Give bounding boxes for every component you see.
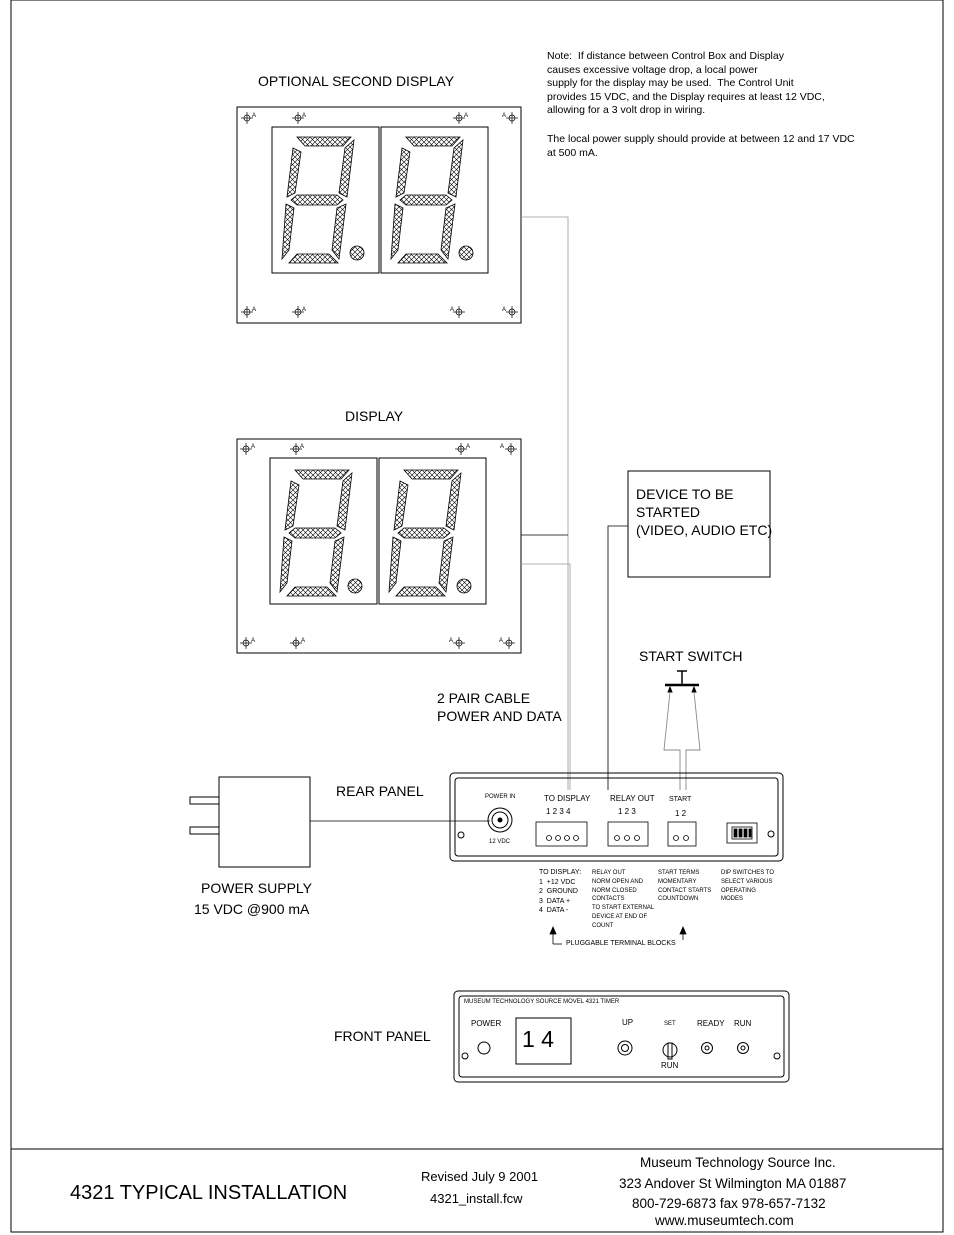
front-panel-model-line: MUSEUM TECHNOLOGY SOURCE MOVEL 4321 TIME… xyxy=(464,999,620,1005)
power-supply-label: POWER SUPPLY xyxy=(201,880,312,896)
relay-out-pins: 1 2 3 xyxy=(618,807,636,816)
segment-marker-a: A xyxy=(499,638,504,644)
power-supply-block xyxy=(189,776,311,868)
run-toggle-label: RUN xyxy=(661,1061,679,1070)
power-led xyxy=(477,1041,491,1055)
segment-marker-a: A xyxy=(464,113,469,119)
power-in-jack xyxy=(487,807,513,833)
power-in-label: POWER IN xyxy=(485,794,516,800)
segment-marker-a: A xyxy=(302,113,307,119)
to-display-pinout-note: TO DISPLAY: 1 +12 VDC 2 GROUND 3 DATA + … xyxy=(539,869,582,914)
relay-out-note: RELAY OUT NORM OPEN AND NORM CLOSED CONT… xyxy=(592,870,655,929)
cable-label: 2 PAIR CABLE POWER AND DATA xyxy=(437,690,562,724)
drawing-title: 4321 TYPICAL INSTALLATION xyxy=(70,1182,348,1204)
start-pins: 1 2 xyxy=(675,809,687,818)
set-label: SET xyxy=(664,1021,676,1027)
dip-switch-bank xyxy=(726,822,758,844)
segment-marker-a: A xyxy=(502,113,507,119)
run-label: RUN xyxy=(734,1019,752,1028)
company-address: 323 Andover St Wilmington MA 01887 xyxy=(619,1176,847,1191)
segment-marker-a: A xyxy=(450,307,455,313)
sheet-border xyxy=(10,0,944,1233)
front-panel-outline xyxy=(453,990,790,1083)
device-to-be-started-label: DEVICE TO BE STARTED (VIDEO, AUDIO ETC) xyxy=(636,486,773,538)
revision-date: Revised July 9 2001 xyxy=(421,1169,539,1184)
note-paragraph-1: Note: If distance between Control Box an… xyxy=(547,50,825,116)
pluggable-arrows xyxy=(549,925,687,945)
segment-marker-a: A xyxy=(302,307,307,313)
optional-second-display-label: OPTIONAL SECOND DISPLAY xyxy=(258,73,455,89)
segment-marker-a: A xyxy=(466,444,471,450)
device-box xyxy=(627,470,771,578)
segment-marker-a: A xyxy=(251,444,256,450)
run-led xyxy=(737,1042,749,1054)
segment-marker-a: A xyxy=(252,113,257,119)
front-panel-label: FRONT PANEL xyxy=(334,1028,431,1044)
segment-marker-a: A xyxy=(252,307,257,313)
start-switch-symbol xyxy=(663,670,701,790)
to-display-terminal-block xyxy=(535,821,588,847)
segment-marker-a: A xyxy=(449,638,454,644)
rear-panel-outline xyxy=(449,772,784,862)
readout-display: 1 4 xyxy=(522,1026,554,1052)
start-terms-note: START TERMS MOMENTARY CONTACT STARTS COU… xyxy=(658,870,712,903)
start-switch-label: START SWITCH xyxy=(639,648,743,664)
segment-marker-a: A xyxy=(251,638,256,644)
segment-marker-a: A xyxy=(500,444,505,450)
company-phone: 800-729-6873 fax 978-657-7132 xyxy=(632,1196,826,1211)
set-run-toggle xyxy=(662,1042,678,1060)
company-website: www.museumtech.com xyxy=(655,1213,794,1228)
optional-second-display xyxy=(236,106,522,324)
display-label: DISPLAY xyxy=(345,408,404,424)
to-display-label: TO DISPLAY xyxy=(544,794,591,803)
readout-window xyxy=(515,1017,572,1065)
up-label: UP xyxy=(622,1018,634,1027)
dip-switches-note: DIP SWITCHES TO SELECT VARIOUS OPERATING… xyxy=(721,870,775,903)
start-terminal-block xyxy=(667,821,697,847)
rear-panel-label: REAR PANEL xyxy=(336,783,424,799)
wiring xyxy=(310,216,628,822)
display xyxy=(236,438,522,654)
up-button-symbol xyxy=(617,1040,633,1056)
relay-out-label: RELAY OUT xyxy=(610,794,655,803)
power-label: POWER xyxy=(471,1019,502,1028)
segment-marker-a: A xyxy=(301,638,306,644)
company-name: Museum Technology Source Inc. xyxy=(640,1155,836,1170)
note-paragraph-2: The local power supply should provide at… xyxy=(547,133,855,159)
start-label: START xyxy=(669,796,692,803)
ready-led xyxy=(701,1042,713,1054)
segment-marker-a: A xyxy=(502,307,507,313)
to-display-pins: 1 2 3 4 xyxy=(546,807,571,816)
power-in-voltage: 12 VDC xyxy=(489,839,511,845)
segment-marker-a: A xyxy=(300,444,305,450)
ready-label: READY xyxy=(697,1019,725,1028)
power-supply-rating: 15 VDC @900 mA xyxy=(194,901,310,917)
relay-out-terminal-block xyxy=(607,821,649,847)
file-name: 4321_install.fcw xyxy=(430,1191,523,1206)
pluggable-terminal-blocks-label: PLUGGABLE TERMINAL BLOCKS xyxy=(566,940,676,947)
